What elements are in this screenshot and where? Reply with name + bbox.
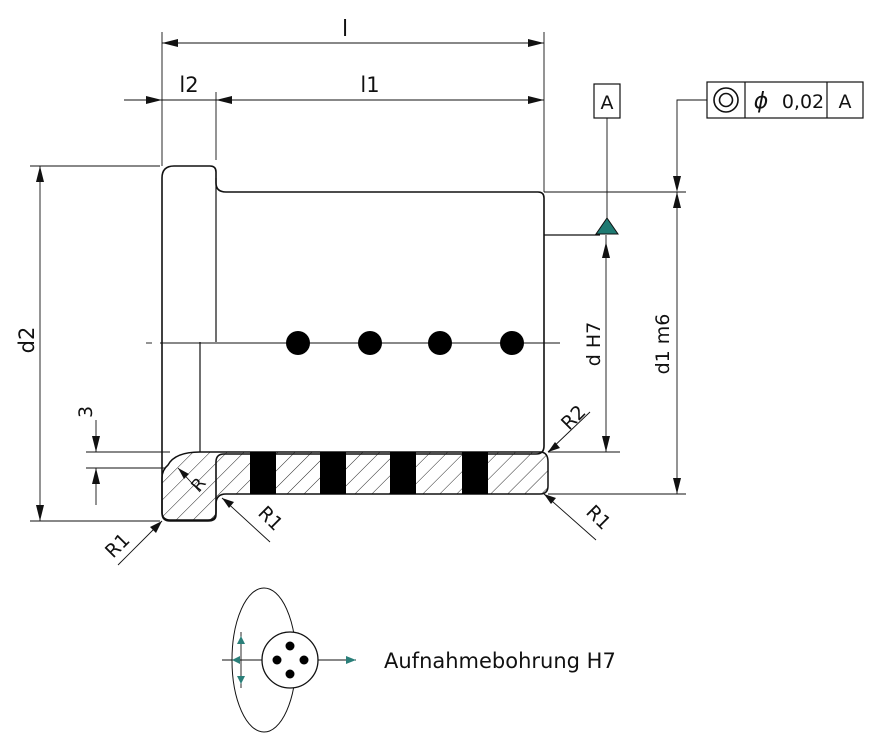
section-hatch xyxy=(161,451,549,522)
lubricant-plug xyxy=(250,452,276,494)
dimension-l2-l1: l2 l1 xyxy=(124,73,544,160)
lubricant-dot xyxy=(358,331,382,355)
concentricity-icon xyxy=(713,87,739,113)
dimension-3: 3 xyxy=(75,406,170,505)
mounting-bore-symbol xyxy=(222,587,356,733)
label-l2: l2 xyxy=(179,73,198,97)
dimension-l: l xyxy=(161,17,545,192)
diameter-sign: ϕ xyxy=(754,89,769,114)
footnote-label: Aufnahmebohrung H7 xyxy=(384,649,616,673)
label-3: 3 xyxy=(75,406,97,418)
lubricant-dot xyxy=(286,331,310,355)
datum-label: A xyxy=(601,92,614,114)
radius-r1-a: R1 xyxy=(101,529,134,562)
lubricant-plug xyxy=(390,452,416,494)
label-l1: l1 xyxy=(360,73,379,97)
radius-r1-b: R1 xyxy=(254,502,287,535)
tolerance-datum: A xyxy=(839,91,852,113)
lubricant-plug xyxy=(320,452,346,494)
label-dH7: d H7 xyxy=(583,322,605,366)
radius-r1-c: R1 xyxy=(582,501,615,534)
dimension-d1m6: d1 m6 xyxy=(544,191,686,495)
dimension-d2: d2 xyxy=(15,165,160,522)
datum-a: A xyxy=(593,83,621,235)
datum-triangle xyxy=(595,217,619,235)
tolerance-frame: ϕ 0,02 A xyxy=(673,81,864,192)
centerline xyxy=(146,331,560,355)
label-d2: d2 xyxy=(15,327,39,354)
radius-r2: R2 xyxy=(557,401,590,434)
tolerance-value: 0,02 xyxy=(782,91,824,113)
lubricant-plug xyxy=(462,452,488,494)
dimension-dH7: d H7 xyxy=(548,235,620,453)
label-l: l xyxy=(342,17,348,42)
lubricant-dot xyxy=(500,331,524,355)
lubricant-dot xyxy=(428,331,452,355)
label-d1m6: d1 m6 xyxy=(652,314,674,375)
